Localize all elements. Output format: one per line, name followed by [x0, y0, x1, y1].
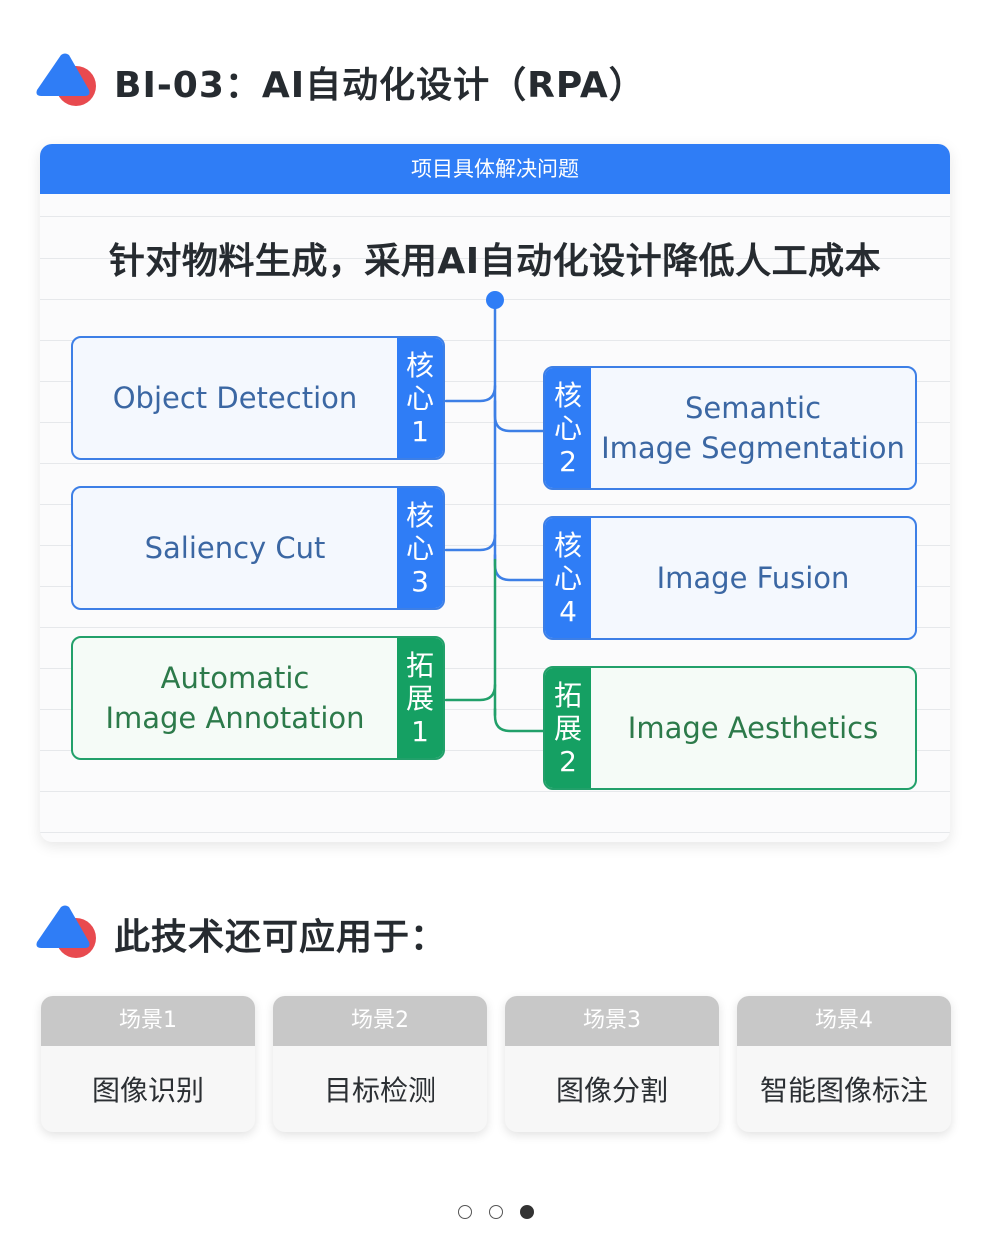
pagination-dot-1[interactable]	[457, 1205, 472, 1219]
node-label: Image Aesthetics	[627, 711, 879, 745]
node-tag: 拓 展 1	[397, 638, 443, 758]
scenario-body: 智能图像标注	[759, 1074, 928, 1107]
brand-triangle-icon	[36, 904, 98, 960]
node-tag: 核 心 4	[545, 518, 591, 638]
scenario-header: 场景4	[737, 996, 951, 1046]
section-title-project: BI-03：AI自动化设计（RPA）	[114, 65, 646, 106]
pagination-dots	[0, 1204, 992, 1223]
brand-triangle-icon	[36, 52, 98, 108]
node-image-fusion[interactable]: 核 心 4 Image Fusion	[543, 516, 917, 640]
scenario-body: 目标检测	[323, 1074, 436, 1107]
node-tag: 核 心 3	[397, 488, 443, 608]
node-label: Saliency Cut	[144, 531, 326, 565]
scenario-header: 场景1	[41, 996, 255, 1046]
section-title-applications: 此技术还可应用于：	[114, 917, 448, 958]
node-object-detection[interactable]: 核 心 1 Object Detection	[71, 336, 445, 460]
pagination-dot-2[interactable]	[489, 1205, 503, 1219]
node-label: Automatic Image Annotation	[105, 661, 365, 735]
node-saliency-cut[interactable]: 核 心 3 Saliency Cut	[71, 486, 445, 610]
scenario-card-1[interactable]: 场景1 图像识别	[41, 996, 255, 1132]
node-tag: 核 心 2	[545, 368, 591, 488]
node-label: Object Detection	[112, 381, 358, 415]
node-semantic-image-segmentation[interactable]: 核 心 2 Semantic Image Segmentation	[543, 366, 917, 490]
scenario-body: 图像识别	[91, 1074, 204, 1107]
node-tag: 核 心 1	[397, 338, 443, 458]
scenario-body: 图像分割	[555, 1074, 668, 1107]
scenario-card-4[interactable]: 场景4 智能图像标注	[737, 996, 951, 1132]
scenario-card-3[interactable]: 场景3 图像分割	[505, 996, 719, 1132]
pagination-dot-3[interactable]	[520, 1205, 535, 1219]
scenario-header: 场景3	[505, 996, 719, 1046]
scenario-card-2[interactable]: 场景2 目标检测	[273, 996, 487, 1132]
card-headline: 针对物料生成，采用AI自动化设计降低人工成本	[108, 241, 882, 282]
node-label: Image Fusion	[656, 561, 850, 595]
node-image-aesthetics[interactable]: 拓 展 2 Image Aesthetics	[543, 666, 917, 790]
scenario-header: 场景2	[273, 996, 487, 1046]
node-tag: 拓 展 2	[545, 668, 591, 788]
node-automatic-image-annotation[interactable]: 拓 展 1 Automatic Image Annotation	[71, 636, 445, 760]
node-label: Semantic Image Segmentation	[601, 391, 905, 465]
card-header: 项目具体解决问题	[40, 144, 950, 194]
